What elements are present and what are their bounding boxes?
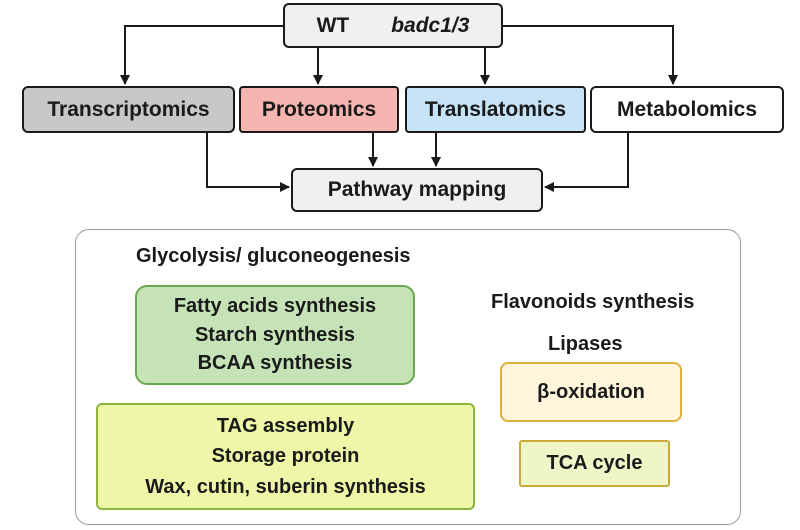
omics-translatomics-label: Translatomics [424,97,567,121]
green-item-starch: Starch synthesis [194,323,356,346]
yellow-pathway-group: TAG assembly Storage protein Wax, cutin,… [96,403,475,510]
arrow-header-to-transcriptomics [120,25,283,85]
connector-arrows [120,25,678,192]
pathway-mapping-box: Pathway mapping [291,168,543,212]
lipases-label: Lipases [548,333,623,355]
header-box: WT badc1/3 [283,3,503,48]
header-wt: WT [316,13,350,37]
omics-transcriptomics: Transcriptomics [22,86,235,133]
beta-oxidation-label: β-oxidation [537,380,645,403]
green-item-fatty-acids: Fatty acids synthesis [173,294,377,317]
beta-oxidation-box: β-oxidation [500,362,682,422]
header-mutant: badc1/3 [391,13,470,37]
yellow-item-tag: TAG assembly [216,414,355,437]
yellow-item-wax: Wax, cutin, suberin synthesis [145,475,426,498]
arrow-metabolomics-to-pathway [544,133,629,192]
arrow-header-to-metabolomics [503,25,678,85]
omics-proteomics-label: Proteomics [261,97,377,121]
tca-cycle-label: TCA cycle [546,452,643,474]
yellow-item-storage-protein: Storage protein [211,445,360,467]
omics-transcriptomics-label: Transcriptomics [47,97,210,121]
glycolysis-label: Glycolysis/ gluconeogenesis [136,245,411,267]
arrow-transcriptomics-to-pathway [206,133,290,192]
tca-cycle-box: TCA cycle [519,440,670,487]
omics-proteomics: Proteomics [239,86,399,133]
green-item-bcaa: BCAA synthesis [197,352,353,375]
omics-metabolomics: Metabolomics [590,86,784,133]
flavonoids-label: Flavonoids synthesis [491,291,695,313]
omics-translatomics: Translatomics [405,86,586,133]
pathway-mapping-label: Pathway mapping [327,178,507,201]
green-pathway-group: Fatty acids synthesis Starch synthesis B… [135,285,415,385]
omics-metabolomics-label: Metabolomics [616,97,758,121]
